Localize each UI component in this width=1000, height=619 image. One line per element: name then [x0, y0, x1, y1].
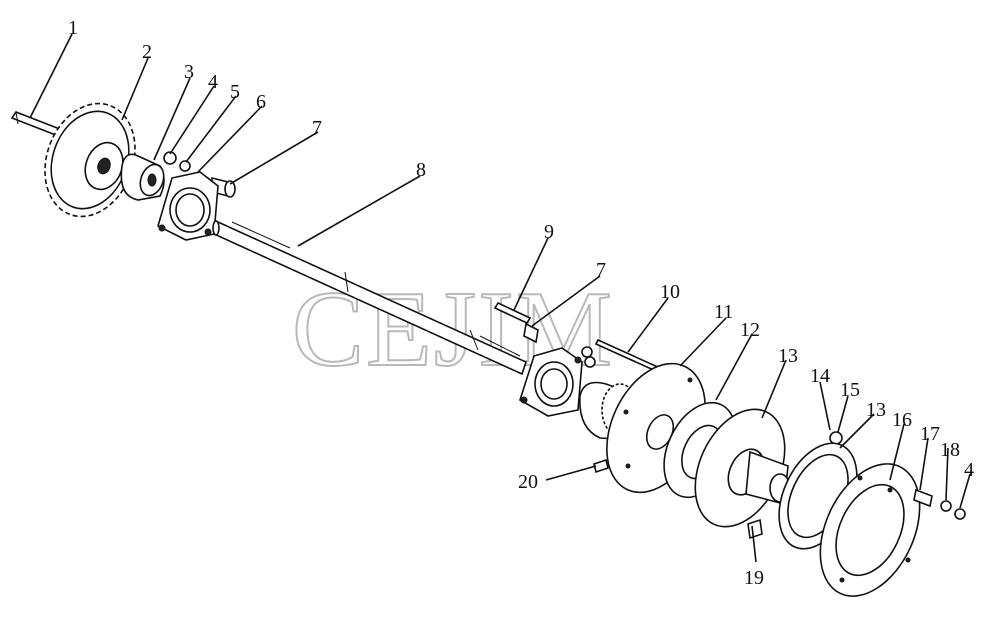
part-3-hub	[120, 153, 165, 201]
callout-5: 5	[230, 81, 240, 103]
flange-housing-left	[157, 171, 219, 241]
part-7-bushing-b	[523, 322, 539, 344]
callout-2: 2	[142, 41, 152, 63]
callout-12: 12	[740, 319, 760, 341]
flange-housing-right	[519, 346, 596, 417]
part-13-disc-hub	[694, 408, 791, 528]
part-19-pin	[747, 518, 763, 540]
callout-7b: 7	[596, 259, 606, 281]
callout-14: 14	[810, 365, 830, 387]
callout-20: 20	[518, 471, 538, 493]
part-20-bolt	[593, 458, 609, 474]
callout-10: 10	[660, 281, 680, 303]
part-5-washer	[179, 160, 191, 172]
leader-lines	[29, 33, 971, 563]
callout-11: 11	[714, 301, 733, 323]
callout-8: 8	[416, 159, 426, 181]
part-4-nut-b	[954, 508, 966, 520]
part-2-sprocket	[44, 102, 136, 218]
callout-19: 19	[744, 567, 764, 589]
callout-13b: 13	[866, 399, 886, 421]
callout-labels: 1 2 3 4 5 6 7 8 9 7 10 11 12 13 14 15 13…	[68, 17, 974, 589]
part-9-key	[493, 301, 532, 325]
callout-16: 16	[892, 409, 912, 431]
part-8-shaft	[212, 220, 527, 376]
callout-18: 18	[940, 439, 960, 461]
callout-4: 4	[208, 71, 218, 93]
callout-6: 6	[256, 91, 266, 113]
part-15-nut	[829, 431, 843, 445]
part-16-pressure-plate	[819, 463, 921, 597]
callout-1: 1	[68, 17, 78, 39]
callout-15: 15	[840, 379, 860, 401]
part-4-nut	[163, 151, 177, 165]
part-17-spring	[913, 488, 933, 508]
callout-17: 17	[920, 423, 940, 445]
callout-4b: 4	[964, 459, 974, 481]
callout-9: 9	[544, 221, 554, 243]
callout-13: 13	[778, 345, 798, 367]
callout-7: 7	[312, 117, 322, 139]
part-18-washer	[940, 500, 952, 512]
callout-3: 3	[184, 61, 194, 83]
